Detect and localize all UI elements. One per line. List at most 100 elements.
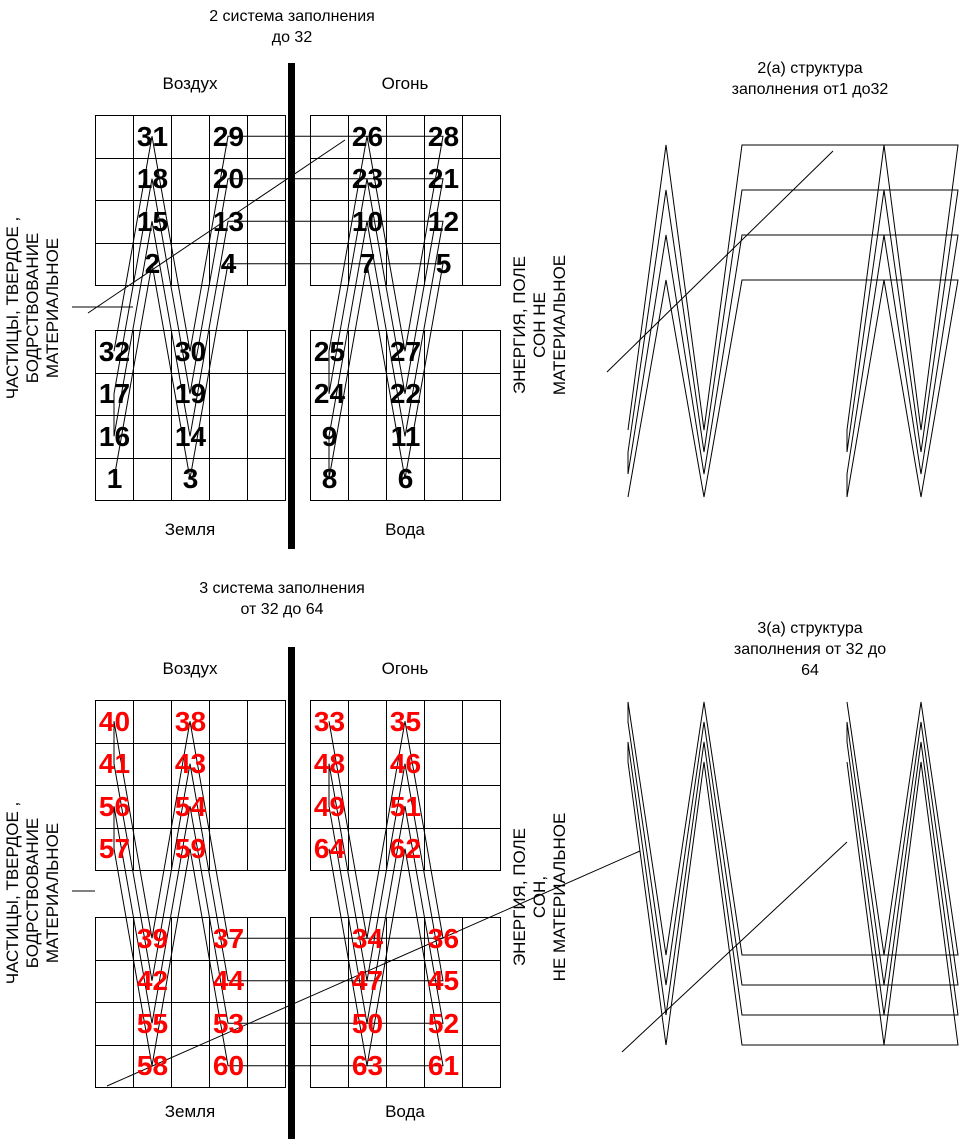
grid-cell <box>171 115 209 158</box>
cell-number: 37 <box>209 917 247 960</box>
cell-number: 47 <box>348 959 386 1002</box>
cell-number: 59 <box>171 827 209 870</box>
grid-cell <box>462 827 500 870</box>
grid-cell <box>209 457 247 500</box>
grid-cell <box>171 242 209 285</box>
structure3a-title: 3(а) структура заполнения от 32 до 64 <box>660 618 960 681</box>
center-divider-system2 <box>288 63 295 549</box>
cell-number: 18 <box>133 157 171 200</box>
structure2a-title-line1: 2(а) структура <box>757 60 863 77</box>
grid-cell <box>95 959 133 1002</box>
grid-cell <box>247 827 285 870</box>
cell-number: 34 <box>348 917 386 960</box>
right-axis-line3: МАТЕРИАЛЬНОЕ <box>550 254 569 396</box>
grid-cell <box>209 827 247 870</box>
grid-cell <box>247 200 285 243</box>
structure2a-title-line2: заполнения от1 до32 <box>731 81 889 98</box>
grid-cell <box>133 785 171 828</box>
grid-cell <box>462 457 500 500</box>
cell-number: 36 <box>424 917 462 960</box>
cell-number: 51 <box>386 785 424 828</box>
right-axis-line1: ЭНЕРГИЯ, ПОЛЕ <box>510 255 529 395</box>
cell-number: 31 <box>133 115 171 158</box>
grid-cell <box>348 372 386 415</box>
cell-number: 12 <box>424 200 462 243</box>
right-axis-line2: СОН, <box>530 875 549 919</box>
grid-cell <box>133 457 171 500</box>
grid-cell <box>462 242 500 285</box>
system3-title-line1: 3 система заполнения <box>199 580 365 597</box>
grid-cell <box>348 785 386 828</box>
cell-number: 46 <box>386 742 424 785</box>
cell-number: 30 <box>171 330 209 373</box>
grid-cell <box>386 1002 424 1045</box>
left-axis-line1: ЧАСТИЦЫ, ТВЕРДОЕ , <box>3 216 22 400</box>
grid-cell <box>462 1002 500 1045</box>
grid-cell <box>247 785 285 828</box>
grid-cell <box>95 917 133 960</box>
cell-number: 38 <box>171 700 209 743</box>
grid-cell <box>462 200 500 243</box>
cell-number: 33 <box>310 700 348 743</box>
cell-number: 2 <box>133 242 171 285</box>
cell-number: 50 <box>348 1002 386 1045</box>
grid-cell <box>95 242 133 285</box>
cell-number: 9 <box>310 415 348 458</box>
grid-cell <box>95 1002 133 1045</box>
cell-number: 40 <box>95 700 133 743</box>
system3-title: 3 система заполнения от 32 до 64 <box>122 578 442 620</box>
grid-cell <box>310 157 348 200</box>
grid-cell <box>424 700 462 743</box>
right-axis-label-system2: ЭНЕРГИЯ, ПОЛЕ СОН НЕ МАТЕРИАЛЬНОЕ <box>510 175 570 475</box>
cell-number: 57 <box>95 827 133 870</box>
grid-cell <box>133 742 171 785</box>
grid-cell <box>247 242 285 285</box>
cell-number: 21 <box>424 157 462 200</box>
grid-cell <box>348 742 386 785</box>
cell-number: 5 <box>424 242 462 285</box>
grid-cell <box>171 959 209 1002</box>
cell-number: 19 <box>171 372 209 415</box>
cell-number: 10 <box>348 200 386 243</box>
grid-cell <box>247 742 285 785</box>
quadrant-label-water-system2: Вода <box>385 520 425 539</box>
cell-number: 28 <box>424 115 462 158</box>
cell-number: 52 <box>424 1002 462 1045</box>
cell-number: 3 <box>171 457 209 500</box>
cell-number: 39 <box>133 917 171 960</box>
cell-number: 53 <box>209 1002 247 1045</box>
cell-number: 45 <box>424 959 462 1002</box>
grid-cell <box>348 415 386 458</box>
left-axis-label-system3: ЧАСТИЦЫ, ТВЕРДОЕ , БОДРСТВОВАНИЕ МАТЕРИА… <box>3 743 63 1043</box>
grid-cell <box>310 115 348 158</box>
grid-cell <box>348 700 386 743</box>
left-axis-line2: БОДРСТВОВАНИЕ <box>23 817 42 969</box>
grid-cell <box>310 1002 348 1045</box>
grid-cell <box>247 959 285 1002</box>
grid-cell <box>247 330 285 373</box>
cell-number: 54 <box>171 785 209 828</box>
grid-cell <box>171 1002 209 1045</box>
quadrant-label-water-system3: Вода <box>385 1102 425 1121</box>
quadrant-label-earth-system3: Земля <box>164 1102 216 1121</box>
grid-cell <box>247 415 285 458</box>
grid-cell <box>171 157 209 200</box>
grid-cell <box>171 1044 209 1087</box>
quadrant-label-earth-system2: Земля <box>164 520 216 539</box>
grid-cell <box>424 330 462 373</box>
right-axis-label-system3: ЭНЕРГИЯ, ПОЛЕ СОН, НЕ МАТЕРИАЛЬНОЕ <box>510 747 570 1047</box>
grid-cell <box>247 372 285 415</box>
grid-cell <box>386 157 424 200</box>
grid-cell <box>462 1044 500 1087</box>
grid-cell <box>462 115 500 158</box>
grid-cell <box>462 415 500 458</box>
grid-cell <box>462 785 500 828</box>
cell-number: 8 <box>310 457 348 500</box>
cell-number: 15 <box>133 200 171 243</box>
grid-cell <box>95 115 133 158</box>
grid-cell <box>209 700 247 743</box>
left-axis-line3: МАТЕРИАЛЬНОЕ <box>43 237 62 379</box>
cell-number: 1 <box>95 457 133 500</box>
